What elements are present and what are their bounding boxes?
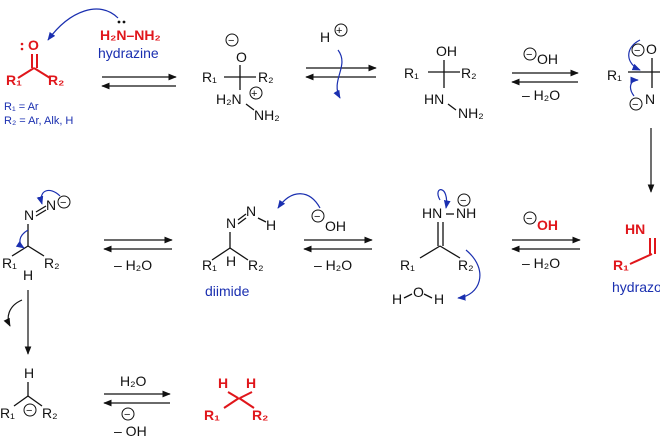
alkane-product: H H R₁ R₂ bbox=[204, 375, 268, 423]
r2-definition: R₂ = Ar, Alk, H bbox=[4, 115, 73, 127]
hydrazine-label: hydrazine bbox=[98, 45, 159, 61]
svg-text:N: N bbox=[24, 207, 34, 223]
equilibrium-arrows-4 bbox=[511, 236, 581, 253]
ketone-structure: O R₁ R₂ bbox=[6, 37, 64, 88]
proton-label: H bbox=[320, 29, 330, 45]
svg-text:H: H bbox=[23, 267, 33, 283]
attack-curly-arrow bbox=[47, 8, 119, 41]
hydroxide-loss-label: – OH bbox=[114, 423, 147, 439]
carbanion-intermediate: H R₁ R₂ − bbox=[0, 365, 58, 421]
svg-text:R₂: R₂ bbox=[458, 257, 474, 273]
svg-text:R₂: R₂ bbox=[42, 405, 58, 421]
equilibrium-arrows-1 bbox=[101, 73, 177, 90]
equilibrium-arrows-3 bbox=[511, 69, 579, 86]
svg-text:R₂: R₂ bbox=[44, 255, 60, 271]
hydrazone-anion-intermediate: HN − NH R₁ R₂ H O H bbox=[392, 189, 481, 307]
svg-text:−: − bbox=[526, 213, 532, 225]
n2-loss-arrow bbox=[3, 299, 23, 327]
svg-text:H: H bbox=[24, 365, 34, 381]
hydroxide-label-1: OH bbox=[537, 51, 558, 67]
svg-text:H₂N: H₂N bbox=[216, 91, 242, 107]
svg-text:−: − bbox=[60, 197, 66, 209]
water-label: H₂O bbox=[120, 373, 147, 389]
svg-text:R₁: R₁ bbox=[0, 405, 15, 421]
svg-text:NH₂: NH₂ bbox=[254, 107, 280, 123]
svg-text:H: H bbox=[434, 291, 444, 307]
water-loss-label-3: – H₂O bbox=[314, 257, 352, 273]
svg-text:−: − bbox=[124, 409, 130, 421]
svg-text:H: H bbox=[266, 217, 276, 233]
water-loss-label-1: – H₂O bbox=[522, 87, 560, 103]
hydrazone-label: hydrazone bbox=[612, 279, 660, 295]
hydroxide-label-2: OH bbox=[325, 218, 346, 234]
svg-text:R₁: R₁ bbox=[613, 257, 629, 273]
svg-text:H: H bbox=[392, 291, 402, 307]
hydrazine-formula: H₂N–NH₂ bbox=[100, 27, 161, 43]
ketone-oxygen: O bbox=[28, 37, 39, 53]
diimide-label: diimide bbox=[205, 283, 250, 299]
water-loss-label-2: – H₂O bbox=[522, 255, 560, 271]
svg-text:O: O bbox=[646, 41, 657, 57]
svg-text:H: H bbox=[218, 375, 228, 391]
svg-text:N: N bbox=[226, 215, 236, 231]
svg-text:R₁: R₁ bbox=[400, 257, 415, 273]
svg-text:NH₂: NH₂ bbox=[458, 105, 484, 121]
svg-text:R₂: R₂ bbox=[258, 69, 274, 85]
equilibrium-arrows-6 bbox=[103, 236, 173, 253]
svg-text:R₁: R₁ bbox=[204, 407, 220, 423]
deprotonation-curly-arrow bbox=[277, 193, 321, 209]
svg-text:N: N bbox=[645, 91, 655, 107]
svg-text:−: − bbox=[26, 405, 32, 417]
svg-text:R₁: R₁ bbox=[404, 65, 419, 81]
svg-text:+: + bbox=[336, 25, 342, 37]
svg-text:R₂: R₂ bbox=[248, 257, 264, 273]
svg-text:H: H bbox=[246, 375, 256, 391]
svg-text:−: − bbox=[526, 49, 532, 61]
svg-text:R₁: R₁ bbox=[202, 69, 217, 85]
proton-curly-arrow bbox=[333, 49, 343, 99]
svg-text:R₂: R₂ bbox=[252, 407, 268, 423]
svg-text:N: N bbox=[46, 197, 56, 213]
equilibrium-arrows-7 bbox=[103, 390, 171, 407]
svg-text:NH: NH bbox=[456, 205, 476, 221]
svg-text:O: O bbox=[236, 49, 247, 65]
r1-definition: R₁ = Ar bbox=[4, 101, 39, 113]
alkoxide-intermediate-partial: − O R₁ − N bbox=[607, 39, 660, 111]
hemiaminal-intermediate: OH R₁ R₂ HN NH₂ bbox=[404, 43, 484, 121]
ketone-r1: R₁ bbox=[6, 72, 22, 88]
svg-text:R₂: R₂ bbox=[461, 65, 477, 81]
water-loss-label-4: – H₂O bbox=[114, 257, 152, 273]
hydrazone-structure: HN R₁ bbox=[613, 221, 656, 273]
ketone-r2: R₂ bbox=[48, 72, 64, 88]
svg-text:−: − bbox=[314, 211, 320, 223]
svg-text:R₁: R₁ bbox=[202, 257, 217, 273]
svg-text:N: N bbox=[246, 203, 256, 219]
svg-text:HN: HN bbox=[625, 221, 645, 237]
svg-text:−: − bbox=[632, 99, 638, 111]
svg-text:HN: HN bbox=[424, 91, 444, 107]
diimide-intermediate: N N H R₁ R₂ H bbox=[202, 203, 276, 273]
svg-text:−: − bbox=[228, 35, 234, 47]
hydroxide-label-red: OH bbox=[537, 217, 558, 233]
svg-text:HN: HN bbox=[422, 205, 442, 221]
svg-text:−: − bbox=[460, 195, 466, 207]
svg-text:+: + bbox=[251, 88, 257, 100]
equilibrium-arrows-5 bbox=[303, 236, 373, 253]
svg-text:O: O bbox=[413, 284, 424, 300]
svg-text:R₁: R₁ bbox=[607, 67, 622, 83]
svg-text:R₁: R₁ bbox=[2, 255, 17, 271]
svg-text:OH: OH bbox=[436, 43, 457, 59]
svg-text:H: H bbox=[226, 253, 236, 269]
zwitterion-intermediate: − O R₁ R₂ H₂N + NH₂ bbox=[202, 33, 280, 123]
svg-text:−: − bbox=[634, 45, 640, 57]
diazene-anion-intermediate: N N − R₁ R₂ H bbox=[2, 189, 71, 283]
